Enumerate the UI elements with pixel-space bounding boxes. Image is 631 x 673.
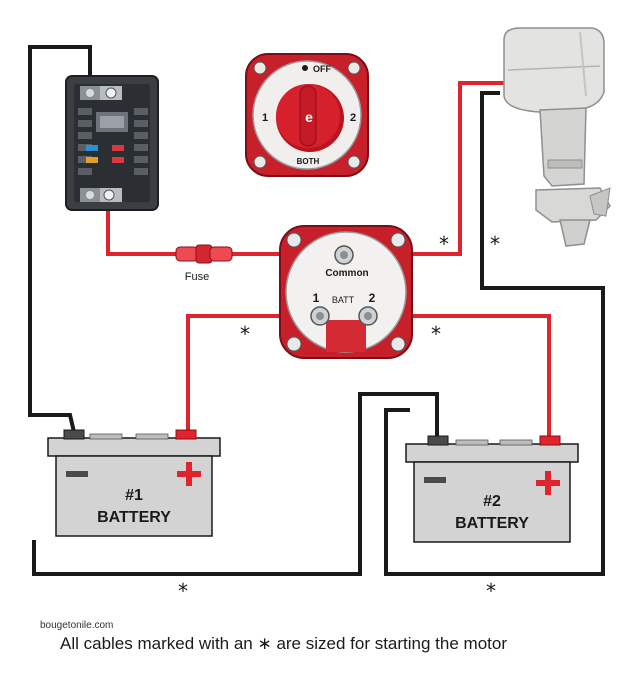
fuse-block-slots <box>78 108 148 175</box>
batt-label: BATT <box>332 295 355 305</box>
battery2-name: BATTERY <box>455 515 529 532</box>
black-cables <box>28 45 605 576</box>
cable-battery1-ground <box>32 392 439 576</box>
batt-post1-label: 1 <box>313 291 320 305</box>
battery1-number: #1 <box>125 487 143 504</box>
battery-switch[interactable]: Common BATT 1 2 <box>279 225 413 359</box>
asterisk-ground-1: * <box>178 579 188 603</box>
asterisk-post1: * <box>240 322 250 346</box>
fuse-block-terminals-bottom <box>80 188 122 202</box>
battery1-minus-sign <box>66 471 88 477</box>
fuse-block-terminals-top <box>80 86 122 100</box>
battery-2: #2 BATTERY <box>405 435 579 543</box>
common-label: Common <box>325 268 368 279</box>
selector-center-logo: e <box>305 109 313 125</box>
selector-pos-2: 2 <box>350 112 356 124</box>
watermark: bougetonile.com <box>40 620 113 631</box>
battery2-minus-sign <box>424 477 446 483</box>
asterisk-common-outboard: * <box>439 232 449 256</box>
battery-1: #1 BATTERY <box>47 429 221 537</box>
battery2-plus-sign <box>536 471 560 495</box>
cable-fuseblock-negative <box>28 45 92 433</box>
selector-off-dot <box>302 65 308 71</box>
battery2-number: #2 <box>483 493 501 510</box>
asterisk-outboard-negative: * <box>490 232 500 256</box>
cable-outboard-negative <box>384 91 605 576</box>
asterisk-ground-2: * <box>486 579 496 603</box>
battery1-name: BATTERY <box>97 509 171 526</box>
battery1-plus-sign <box>177 462 201 486</box>
fuse-block[interactable] <box>65 75 159 211</box>
cable-fuseblock-positive <box>106 205 180 256</box>
battery-selector-switch[interactable]: e OFF 1 2 BOTH <box>245 53 369 177</box>
fuse-label: Fuse <box>185 271 209 283</box>
caption: All cables marked with an ∗ are sized fo… <box>60 634 507 653</box>
selector-pos-1: 1 <box>262 112 268 124</box>
inline-fuse[interactable]: Fuse <box>175 244 233 283</box>
cable-post2-to-battery2 <box>370 314 551 438</box>
selector-off-label: OFF <box>313 64 331 74</box>
asterisk-post2: * <box>431 322 441 346</box>
selector-both-label: BOTH <box>297 157 320 166</box>
outboard-motor <box>503 27 611 247</box>
cable-post1-to-battery1 <box>186 314 318 434</box>
asterisk-markers: * * * * * * <box>178 232 500 603</box>
batt-post2-label: 2 <box>369 291 376 305</box>
fuse-block-fuses <box>86 145 124 163</box>
